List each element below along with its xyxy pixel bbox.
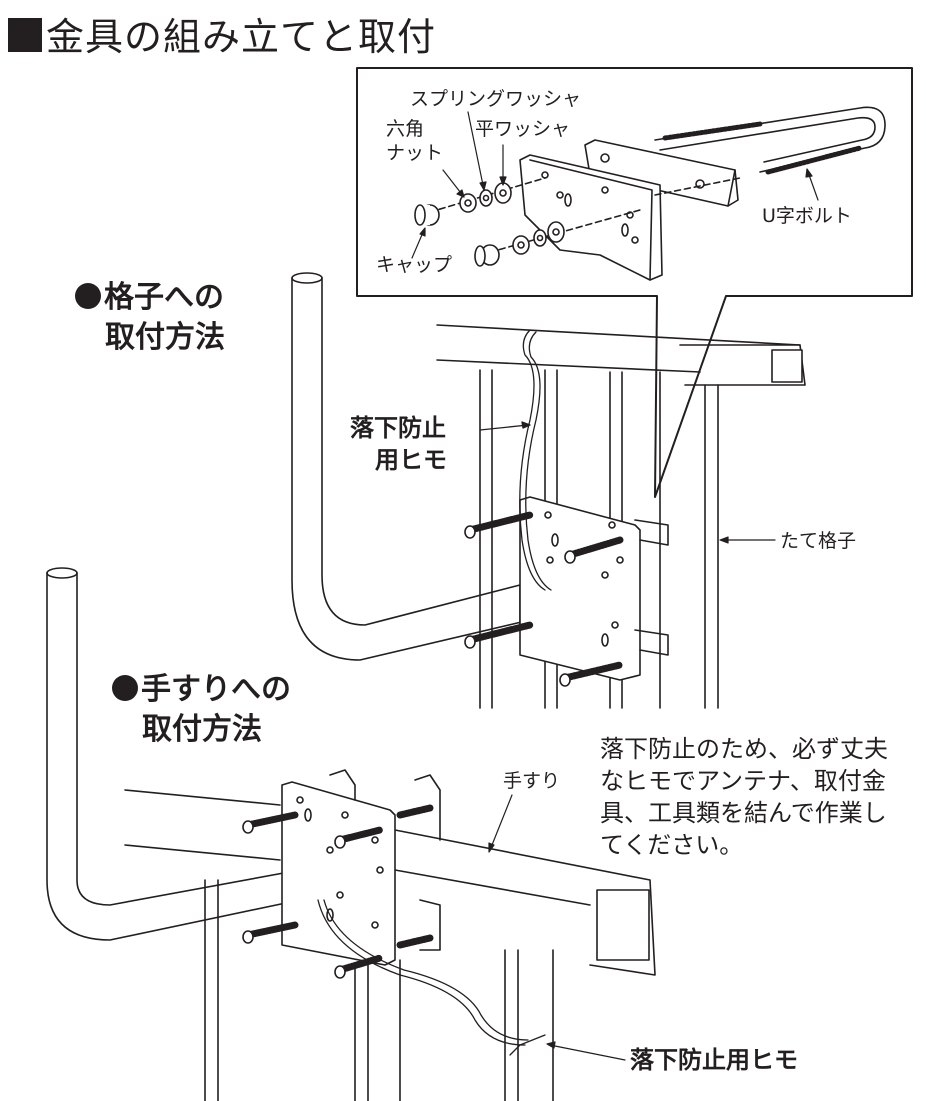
handrail-fall-cord bbox=[317, 899, 546, 1056]
u-bolt bbox=[654, 106, 886, 175]
label-flat-washer: 平ワッシャ bbox=[475, 118, 571, 140]
handrail-mount-plate bbox=[281, 769, 441, 966]
label-hex-nut-1: 六角 bbox=[386, 118, 425, 140]
bullet-dot-icon bbox=[75, 283, 101, 309]
handrail-heading: 手すりへの 取付方法 bbox=[112, 670, 291, 750]
label-spring-washer: スプリングワッシャ bbox=[410, 88, 582, 110]
lattice-fall-cord bbox=[479, 329, 552, 591]
assembly-line bbox=[654, 177, 741, 196]
handrail-leaders bbox=[488, 794, 626, 1061]
handrail-bolts bbox=[242, 804, 434, 979]
label-fall-cord: 落下防止用ヒモ bbox=[630, 1046, 798, 1074]
safety-note: 落下防止のため、必ず丈夫なヒモでアンテナ、取付金具、工具類を結んで作業してくださ… bbox=[600, 735, 888, 859]
leader-arrows-detail bbox=[411, 111, 819, 259]
hardware-upper bbox=[414, 182, 512, 226]
square-bullet-icon bbox=[8, 17, 42, 52]
label-fall-cord-2: 用ヒモ bbox=[375, 446, 447, 474]
label-handrail: 手すり bbox=[503, 770, 561, 792]
label-u-bolt: U字ボルト bbox=[762, 205, 852, 227]
label-cap: キャップ bbox=[376, 254, 453, 276]
bullet-dot-icon bbox=[112, 675, 138, 701]
lattice-bolts bbox=[464, 511, 624, 687]
page-title: 金具の組み立てと取付 bbox=[8, 6, 436, 61]
page-title-text: 金具の組み立てと取付 bbox=[46, 15, 437, 59]
mounting-plate-detail bbox=[519, 154, 663, 281]
label-fall-cord-1: 落下防止 bbox=[350, 414, 446, 442]
lattice-heading: 格子への 取付方法 bbox=[75, 278, 225, 358]
label-vertical-lattice: たて格子 bbox=[780, 530, 857, 552]
vertical-lattice-arrow bbox=[719, 536, 776, 544]
detail-callout-box bbox=[356, 67, 913, 498]
label-hex-nut-2: ナット bbox=[386, 142, 444, 164]
hardware-lower bbox=[474, 221, 565, 267]
handrail-bar bbox=[124, 789, 656, 1101]
